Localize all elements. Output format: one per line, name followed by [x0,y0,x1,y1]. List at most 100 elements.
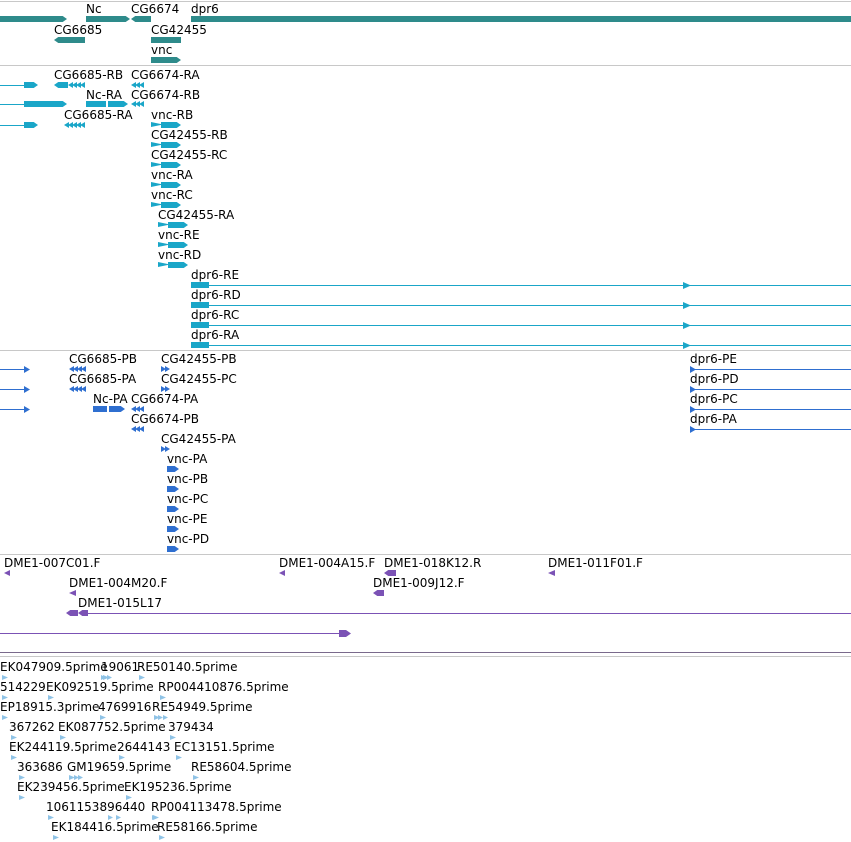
clone-label[interactable]: DME1-004A15.F [279,556,376,570]
transcript-label[interactable]: CG6674-RA [131,68,200,82]
est-glyph[interactable] [2,695,8,700]
protein-label[interactable]: CG6685-PA [69,372,137,386]
protein-label[interactable]: CG42455-PC [161,372,237,386]
clone-glyph[interactable] [373,590,384,596]
clone-glyph[interactable] [384,570,396,576]
transcript-exon[interactable] [54,82,68,88]
gene-glyph[interactable] [131,16,151,22]
est-glyph[interactable] [158,715,163,720]
est-glyph[interactable] [103,675,109,680]
protein-intron[interactable] [0,409,28,410]
transcript-intron[interactable] [209,285,851,286]
gene-label-cg6685[interactable]: CG6685 [54,23,103,37]
clone-label[interactable]: DME1-015L17 [78,596,162,610]
transcript-exon[interactable] [131,82,136,88]
transcript-exon[interactable] [158,262,170,267]
clone-label[interactable]: DME1-011F01.F [548,556,643,570]
transcript-exon[interactable] [191,302,209,308]
transcript-exon[interactable] [76,82,81,88]
protein-exon[interactable] [135,426,140,432]
est-glyph[interactable] [119,755,125,760]
est-label[interactable]: 367262 [9,720,55,734]
transcript-label[interactable]: dpr6-RC [191,308,240,322]
est-glyph[interactable] [53,835,59,840]
transcript-exon[interactable] [161,122,181,128]
transcript-exon[interactable] [80,82,85,88]
transcript-label[interactable]: CG42455-RA [158,208,235,222]
transcript-intron[interactable] [209,325,851,326]
clone-glyph[interactable] [339,630,351,637]
gene-glyph[interactable] [0,16,67,22]
protein-exon[interactable] [167,526,179,532]
est-glyph[interactable] [139,675,145,680]
transcript-label[interactable]: CG6685-RA [64,108,133,122]
est-label[interactable]: RE54949.5prime [152,700,253,714]
gene-label-vnc[interactable]: vnc [151,43,173,57]
protein-exon[interactable] [69,366,74,372]
est-label[interactable]: EK239456.5prime [17,780,125,794]
est-label[interactable]: GM19659.5prime [67,760,172,774]
transcript-exon[interactable] [139,101,144,107]
est-label[interactable]: 514229 [0,680,46,694]
transcript-exon[interactable] [76,122,81,128]
gene-glyph[interactable] [54,37,85,43]
transcript-exon[interactable] [24,122,38,128]
protein-label[interactable]: CG42455-PA [161,432,236,446]
protein-label[interactable]: dpr6-PC [690,392,738,406]
protein-label[interactable]: vnc-PA [167,452,208,466]
protein-exon[interactable] [77,386,82,392]
protein-intron[interactable] [690,369,851,370]
transcript-exon[interactable] [151,202,163,207]
est-glyph[interactable] [19,795,25,800]
clone-glyph[interactable] [4,570,10,576]
transcript-intron[interactable] [0,125,24,126]
protein-label[interactable]: CG6674-PB [131,412,200,426]
protein-exon[interactable] [69,386,74,392]
transcript-exon[interactable] [168,222,188,228]
est-glyph[interactable] [69,775,75,780]
protein-exon[interactable] [139,406,144,412]
est-label[interactable]: RE58604.5prime [191,760,292,774]
transcript-exon[interactable] [24,101,67,107]
protein-label[interactable]: CG42455-PB [161,352,237,366]
transcript-exon[interactable] [161,202,181,208]
transcript-label[interactable]: CG6685-RB [54,68,124,82]
transcript-label[interactable]: CG42455-RB [151,128,228,142]
transcript-exon[interactable] [151,162,163,167]
est-label[interactable]: 19061 [101,660,140,674]
est-label[interactable]: EK184416.5prime [51,820,159,834]
protein-exon[interactable] [165,366,170,372]
est-glyph[interactable] [160,695,166,700]
protein-exon[interactable] [167,466,179,472]
transcript-exon[interactable] [72,122,77,128]
transcript-exon[interactable] [191,282,209,288]
protein-exon[interactable] [131,426,136,432]
transcript-exon[interactable] [161,142,181,148]
transcript-exon[interactable] [68,82,73,88]
clone-glyph[interactable] [66,610,78,616]
protein-exon[interactable] [165,386,170,392]
clone-line[interactable] [0,652,851,653]
est-label[interactable]: EK047909.5prime [0,660,108,674]
clone-label[interactable]: DME1-009J12.F [373,576,465,590]
clone-glyph[interactable] [279,570,285,576]
clone-glyph[interactable] [78,610,88,616]
protein-intron[interactable] [0,389,28,390]
est-label[interactable]: 2644143 [117,740,171,754]
transcript-exon[interactable] [161,162,181,168]
transcript-label[interactable]: vnc-RC [151,188,193,202]
gene-glyph[interactable] [191,16,851,22]
transcript-label[interactable]: dpr6-RE [191,268,240,282]
est-glyph[interactable] [176,755,182,760]
est-glyph[interactable] [108,815,113,820]
transcript-exon[interactable] [72,82,77,88]
protein-exon[interactable] [135,406,140,412]
protein-exon[interactable] [161,446,166,452]
transcript-exon[interactable] [135,82,140,88]
clone-label[interactable]: DME1-018K12.R [384,556,482,570]
clone-label[interactable]: DME1-004M20.F [69,576,168,590]
est-glyph[interactable] [107,675,112,680]
transcript-intron[interactable] [0,85,24,86]
est-label[interactable]: RP004113478.5prime [151,800,282,814]
transcript-exon[interactable] [151,122,163,127]
